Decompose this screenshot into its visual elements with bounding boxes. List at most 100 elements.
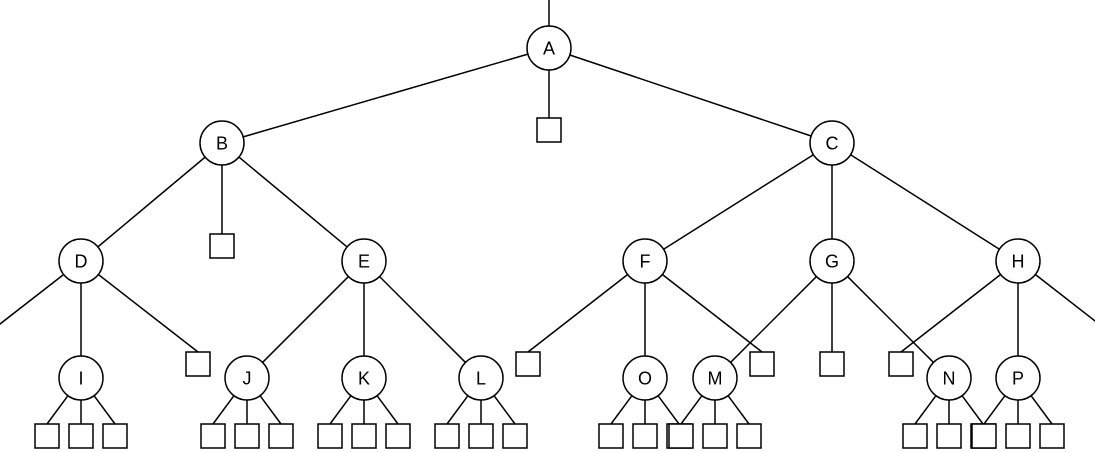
leaf-square <box>317 423 343 449</box>
node-f: F <box>622 238 668 284</box>
node-label: A <box>543 39 555 59</box>
leaf-square <box>68 423 94 449</box>
leaf-square <box>819 351 845 377</box>
edge <box>376 395 399 425</box>
node-label: N <box>943 369 956 389</box>
edge <box>610 395 633 425</box>
edge <box>900 273 1002 353</box>
node-circle <box>809 120 855 166</box>
node-circle <box>199 120 245 166</box>
edge <box>657 395 680 425</box>
edge <box>730 276 817 363</box>
leaf-square <box>749 351 775 377</box>
node-circle <box>622 355 668 401</box>
leaf-square <box>434 423 460 449</box>
leaf-square <box>598 423 624 449</box>
nodes-layer: I D J K L E B O F M N G P H C A <box>34 25 1065 449</box>
edge <box>1030 395 1053 425</box>
leaf-square <box>209 233 235 259</box>
node-a: A <box>526 25 572 71</box>
edge <box>238 156 348 248</box>
leaf-square <box>536 117 562 143</box>
edge <box>661 273 763 353</box>
leaf-square <box>736 423 762 449</box>
node-label: H <box>1012 252 1025 272</box>
node-circle <box>995 355 1041 401</box>
edge <box>680 395 703 425</box>
node-m: M <box>692 355 738 401</box>
node-circle <box>995 238 1041 284</box>
node-k: K <box>341 355 387 401</box>
node-circle <box>58 355 104 401</box>
node-l: L <box>458 355 504 401</box>
node-label: F <box>640 252 651 272</box>
edge <box>93 395 116 425</box>
edge <box>242 53 529 138</box>
edge <box>493 395 516 425</box>
leaf-square <box>971 423 997 449</box>
edge <box>97 156 206 248</box>
node-b: B <box>199 120 245 166</box>
leaf-square <box>668 423 694 449</box>
leaf-square <box>515 351 541 377</box>
node-label: I <box>78 369 83 389</box>
edge <box>0 273 65 325</box>
leaf-square <box>268 423 294 449</box>
leaf-square <box>351 423 377 449</box>
node-circle <box>809 238 855 284</box>
leaf-square <box>385 423 411 449</box>
node-label: J <box>243 369 252 389</box>
node-circle <box>926 355 972 401</box>
leaf-square <box>632 423 658 449</box>
leaf-square <box>185 351 211 377</box>
node-circle <box>526 25 572 71</box>
leaf-square <box>1039 423 1065 449</box>
node-label: M <box>708 369 723 389</box>
node-i: I <box>58 355 104 401</box>
edge <box>329 395 352 425</box>
node-circle <box>341 355 387 401</box>
edge <box>1034 273 1095 322</box>
node-label: B <box>216 134 228 154</box>
node-g: G <box>809 238 855 284</box>
node-n: N <box>926 355 972 401</box>
node-label: O <box>638 369 652 389</box>
leaf-square <box>34 423 60 449</box>
edge <box>727 395 750 425</box>
node-label: L <box>476 369 486 389</box>
leaf-square <box>502 423 528 449</box>
leaf-square <box>902 423 928 449</box>
leaf-square <box>936 423 962 449</box>
node-label: C <box>826 134 839 154</box>
node-c: C <box>809 120 855 166</box>
edge <box>212 395 235 425</box>
node-h: H <box>995 238 1041 284</box>
leaf-square <box>468 423 494 449</box>
node-circle <box>341 238 387 284</box>
node-label: E <box>358 252 370 272</box>
edge <box>379 276 466 363</box>
leaf-square <box>234 423 260 449</box>
node-d: D <box>58 238 104 284</box>
node-label: D <box>75 252 88 272</box>
edge <box>961 395 984 425</box>
node-o: O <box>622 355 668 401</box>
edge <box>847 276 934 363</box>
edge <box>983 395 1006 425</box>
edge <box>914 395 937 425</box>
node-e: E <box>341 238 387 284</box>
edge <box>97 273 199 353</box>
edge <box>262 276 349 363</box>
edge <box>850 154 1000 250</box>
node-circle <box>692 355 738 401</box>
node-j: J <box>224 355 270 401</box>
leaf-square <box>1005 423 1031 449</box>
node-circle <box>224 355 270 401</box>
edge <box>259 395 282 425</box>
leaf-square <box>888 351 914 377</box>
node-label: P <box>1012 369 1024 389</box>
edges-layer <box>0 0 1095 425</box>
node-label: K <box>358 369 370 389</box>
leaf-square <box>200 423 226 449</box>
